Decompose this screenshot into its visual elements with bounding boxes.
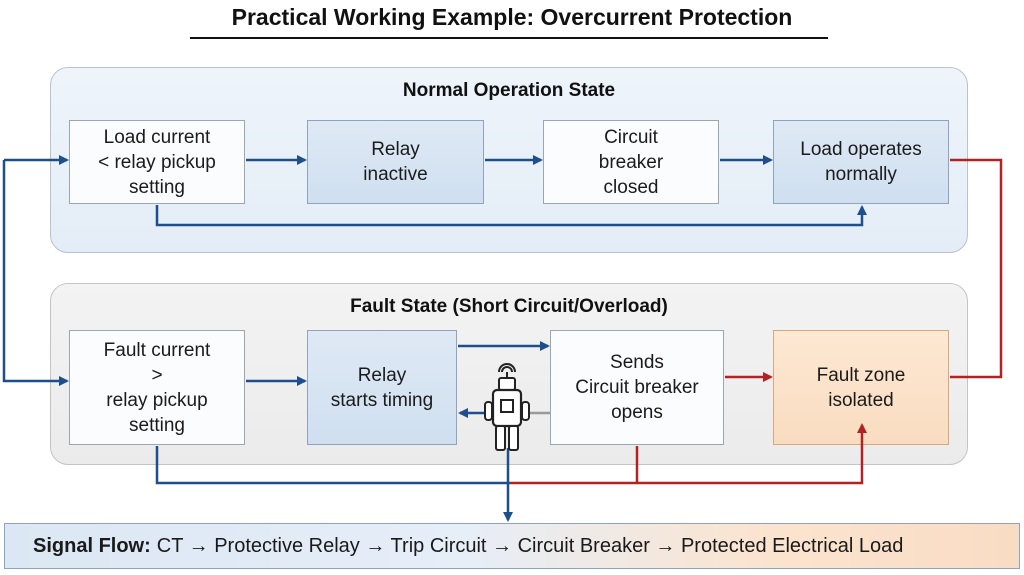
signal-flow-label: Signal Flow:: [33, 534, 151, 557]
normal-panel-heading: Normal Operation State: [402, 80, 616, 101]
fault-panel-heading: Fault State (Short Circuit/Overload): [350, 296, 668, 317]
robot-icon: [484, 363, 530, 451]
page-title: Practical Working Example: Overcurrent P…: [231, 4, 793, 30]
signal-flow-bar: Signal Flow: CT → Protective Relay → Tri…: [4, 523, 1020, 569]
blue-bottom-collector: [155, 446, 510, 485]
left-feed-line: [2, 160, 69, 386]
fault-current-box: Fault current > relay pickup setting: [69, 330, 245, 445]
breaker-closed-box: Circuit breaker closed: [543, 120, 719, 204]
signal-flow-text: CT → Protective Relay → Trip Circuit → C…: [156, 534, 904, 557]
red-bottom-collector: [510, 423, 867, 485]
sends-breaker-opens-box: Sends Circuit breaker opens: [550, 330, 724, 445]
arrow-bypass-normal: [155, 205, 867, 227]
load-current-box: Load current < relay pickup setting: [69, 120, 245, 204]
load-operates-box: Load operates normally: [773, 120, 949, 204]
relay-inactive-box: Relay inactive: [307, 120, 484, 204]
red-right-link: [950, 158, 1003, 379]
relay-timing-box: Relay starts timing: [307, 330, 457, 445]
title-underline: [190, 37, 828, 39]
